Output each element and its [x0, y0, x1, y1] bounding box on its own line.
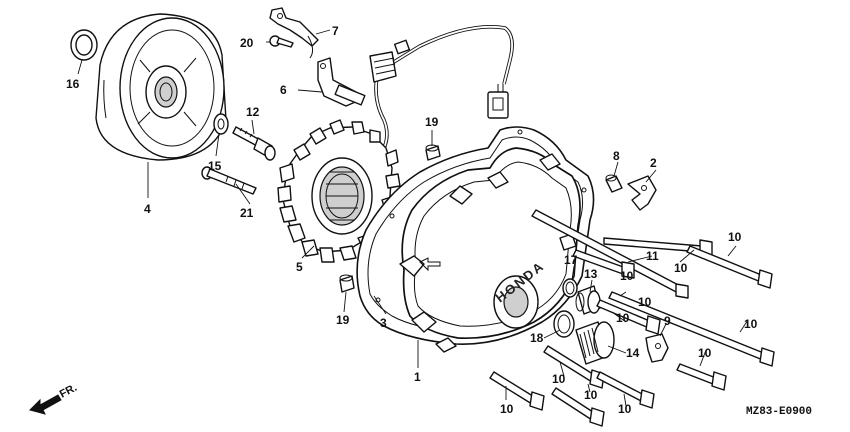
wire-clamp-7: [269, 7, 319, 59]
callout-18: 18: [530, 331, 544, 345]
callout-14: 14: [626, 346, 640, 360]
drawing-code: MZ83-E0900: [746, 406, 812, 418]
front-direction-indicator: FR.: [29, 382, 79, 415]
cap-13: [575, 285, 601, 315]
callout-10-g: 10: [698, 346, 712, 360]
dowel-pin-19-upper: [425, 144, 441, 161]
bolt-21: [201, 166, 257, 195]
bolt-10-i: [551, 387, 605, 427]
callout-15: 15: [208, 159, 222, 173]
callout-10-i: 10: [584, 388, 598, 402]
callout-8: 8: [613, 149, 620, 163]
callouts: 1 2 3 4 5 6 7 8 9 10 10 10 10 10 10 10 1…: [66, 24, 758, 416]
bolt-10-d: [596, 299, 661, 335]
front-arrow-icon: [29, 394, 62, 415]
direction-label: FR.: [58, 382, 79, 401]
hole-cap-14: [575, 321, 615, 365]
washer-16: [70, 29, 98, 61]
callout-3: 3: [380, 316, 387, 330]
bolt-12: [232, 126, 276, 161]
bolt-20: [269, 35, 294, 48]
callout-4: 4: [144, 202, 151, 216]
crankcase-cover-1: HONDA: [399, 147, 581, 353]
callout-10-a: 10: [728, 230, 742, 244]
callout-21: 21: [240, 206, 254, 220]
clamp-2: [627, 175, 657, 211]
callout-1: 1: [414, 370, 421, 384]
leader-lines: [77, 29, 749, 407]
stator-5: [277, 119, 401, 263]
bolt-11: [572, 249, 635, 279]
callout-2: 2: [650, 156, 657, 170]
collar-8: [605, 174, 623, 193]
bolt-10-c: [686, 245, 773, 289]
bolt-10-h: [489, 371, 545, 411]
clamp-9: [645, 333, 669, 363]
bolt-10-g: [676, 363, 727, 391]
callout-10-e: 10: [744, 317, 758, 331]
callout-13: 13: [584, 267, 598, 281]
callout-17: 17: [564, 253, 578, 267]
callout-12: 12: [246, 105, 260, 119]
callout-16: 16: [66, 77, 80, 91]
callout-19-a: 19: [425, 115, 439, 129]
callout-10-k: 10: [500, 402, 514, 416]
bolt-10-e: [608, 291, 775, 367]
callout-10-j: 10: [618, 402, 632, 416]
callout-5: 5: [296, 260, 303, 274]
o-ring-17: [562, 278, 578, 298]
callout-10-f: 10: [616, 311, 630, 325]
callout-10-b: 10: [674, 261, 688, 275]
callout-10-c: 10: [620, 269, 634, 283]
callout-10-d: 10: [638, 295, 652, 309]
flywheel-rotor-4: [95, 13, 227, 161]
bolt-10-a: [531, 209, 689, 299]
callout-6: 6: [280, 83, 287, 97]
callout-19-b: 19: [336, 313, 350, 327]
dowel-pin-19-lower: [339, 274, 355, 293]
washer-15: [213, 113, 229, 135]
pulse-generator-6: [317, 57, 366, 107]
callout-11: 11: [646, 249, 659, 263]
callout-10-h: 10: [552, 372, 566, 386]
bolt-10-j: [596, 371, 655, 409]
o-ring-18: [553, 310, 575, 338]
callout-20: 20: [240, 36, 254, 50]
callout-7: 7: [332, 24, 339, 38]
wire-harness: [369, 25, 514, 160]
callout-9: 9: [664, 314, 671, 328]
